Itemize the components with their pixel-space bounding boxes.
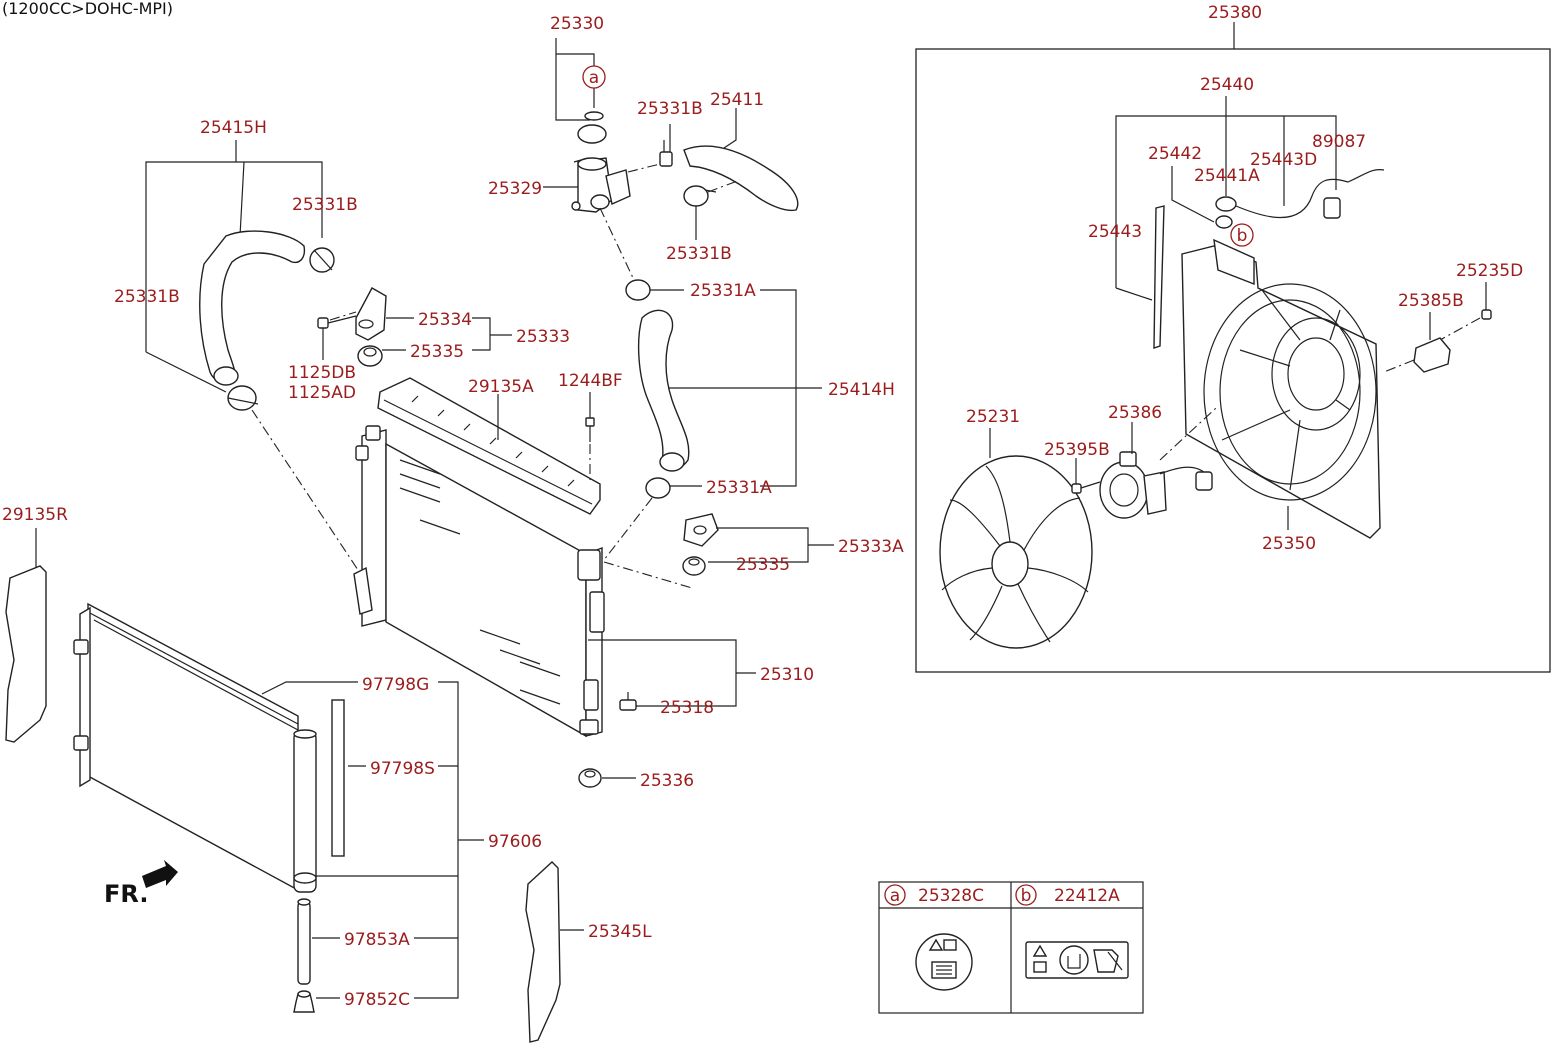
clamp-25331B-mid-icon xyxy=(683,185,717,240)
air-guard-25345L-icon xyxy=(525,861,561,1043)
label-25329: 25329 xyxy=(488,179,542,199)
label-1125AD: 1125AD xyxy=(288,383,356,403)
cap-warning-label-icon xyxy=(915,933,973,991)
seal-25443-icon xyxy=(1153,205,1165,349)
fan-motor-25386-icon xyxy=(1099,451,1213,519)
label-25440: 25440 xyxy=(1200,75,1254,95)
label-1244BF: 1244BF xyxy=(558,371,623,391)
legend-a-letter: a xyxy=(890,886,900,906)
label-25235D: 25235D xyxy=(1456,261,1523,281)
legend-b-part: 22412A xyxy=(1054,886,1120,906)
mount-25335-top-icon xyxy=(357,345,383,367)
label-25331B-top: 25331B xyxy=(637,99,703,119)
label-25333: 25333 xyxy=(516,327,570,347)
label-25335-bottom: 25335 xyxy=(736,555,790,575)
wiring-89087-icon xyxy=(1235,169,1385,219)
label-25331A-bottom: 25331A xyxy=(706,478,772,498)
bracket-25333A-icon xyxy=(683,513,719,547)
hose-25411-icon xyxy=(683,145,799,212)
callout-a: a xyxy=(589,68,599,88)
strip-97798S-icon xyxy=(331,699,345,857)
label-25443D: 25443D xyxy=(1250,150,1317,170)
legend-a-part: 25328C xyxy=(918,886,984,906)
label-25415H: 25415H xyxy=(200,118,267,138)
label-89087: 89087 xyxy=(1312,132,1366,152)
label-25330: 25330 xyxy=(550,14,604,34)
bolt-25395B-icon xyxy=(1071,458,1101,494)
legend-b-letter: b xyxy=(1021,886,1032,906)
hose-25415H-icon xyxy=(199,230,306,384)
mount-25335-bottom-icon xyxy=(682,556,706,576)
desiccant-97853A-icon xyxy=(297,901,311,985)
label-25385B: 25385B xyxy=(1398,291,1464,311)
label-25333A: 25333A xyxy=(838,537,904,557)
grommet-25441A-icon xyxy=(1215,196,1237,212)
bolt-1244BF-icon xyxy=(585,392,595,442)
filler-neck-group: a xyxy=(543,38,631,213)
bolt-1125DB-icon xyxy=(317,315,357,360)
plug-97852C-icon xyxy=(293,990,315,1013)
label-25331A-top: 25331A xyxy=(690,281,756,301)
label-97853A: 97853A xyxy=(344,930,410,950)
front-marker: FR. xyxy=(104,880,148,908)
header-note: (1200CC>DOHC-MPI) xyxy=(2,0,173,18)
seal-ring-icon xyxy=(584,111,604,121)
label-25345L: 25345L xyxy=(588,922,652,942)
label-25331B-mid: 25331B xyxy=(666,244,732,264)
label-25336: 25336 xyxy=(640,771,694,791)
label-25318: 25318 xyxy=(660,698,714,718)
drain-plug-25318-icon xyxy=(619,692,637,711)
label-25231: 25231 xyxy=(966,407,1020,427)
label-29135R: 29135R xyxy=(2,505,68,525)
legend-table: a 25328C b 22412A xyxy=(878,881,1144,1014)
bolt-25235D-icon xyxy=(1481,282,1492,320)
label-25411: 25411 xyxy=(710,90,764,110)
hose-25414H-icon xyxy=(637,309,690,471)
fan-shroud-25350-icon xyxy=(1181,238,1381,539)
condenser-97606-icon xyxy=(73,602,317,893)
air-guard-29135R-icon xyxy=(5,565,47,743)
front-arrow-icon xyxy=(142,860,178,888)
clamp-25331B-top-icon xyxy=(659,124,673,167)
label-25331B-upper: 25331B xyxy=(292,195,358,215)
label-1125DB: 1125DB xyxy=(288,363,356,383)
radiator-cap-icon xyxy=(577,124,607,144)
label-25350: 25350 xyxy=(1262,534,1316,554)
label-25334: 25334 xyxy=(418,310,472,330)
label-25335-top: 25335 xyxy=(410,342,464,362)
label-25443: 25443 xyxy=(1088,222,1142,242)
label-97852C: 97852C xyxy=(344,990,410,1010)
radiator-25310-icon xyxy=(353,425,605,738)
label-97798S: 97798S xyxy=(370,759,435,779)
label-25441A: 25441A xyxy=(1194,166,1260,186)
label-25310: 25310 xyxy=(760,665,814,685)
callout-b-circle xyxy=(1230,223,1254,247)
clamp-25331B-lower-icon xyxy=(227,385,259,411)
fan-assembly-frame xyxy=(915,48,1551,673)
bracket-25334-icon xyxy=(355,287,387,341)
warning-label-icon xyxy=(1025,941,1129,979)
label-29135A: 29135A xyxy=(468,377,534,397)
clamp-25331A-bottom-icon xyxy=(645,477,702,499)
label-25414H: 25414H xyxy=(828,380,895,400)
label-97606: 97606 xyxy=(488,832,542,852)
label-25442: 25442 xyxy=(1148,144,1202,164)
label-25331B-left: 25331B xyxy=(114,287,180,307)
clamp-25331A-top-icon xyxy=(625,279,684,301)
callout-a-circle xyxy=(582,65,606,89)
resistor-25385B-icon xyxy=(1413,312,1451,373)
label-25380: 25380 xyxy=(1208,3,1262,23)
mount-25336-icon xyxy=(578,768,602,788)
callout-b: b xyxy=(1237,226,1248,246)
clamp-25331B-upper-icon xyxy=(309,247,335,273)
label-25386: 25386 xyxy=(1108,403,1162,423)
label-25395B: 25395B xyxy=(1044,440,1110,460)
fan-25231-icon xyxy=(939,455,1093,649)
label-97798G: 97798G xyxy=(362,675,429,695)
